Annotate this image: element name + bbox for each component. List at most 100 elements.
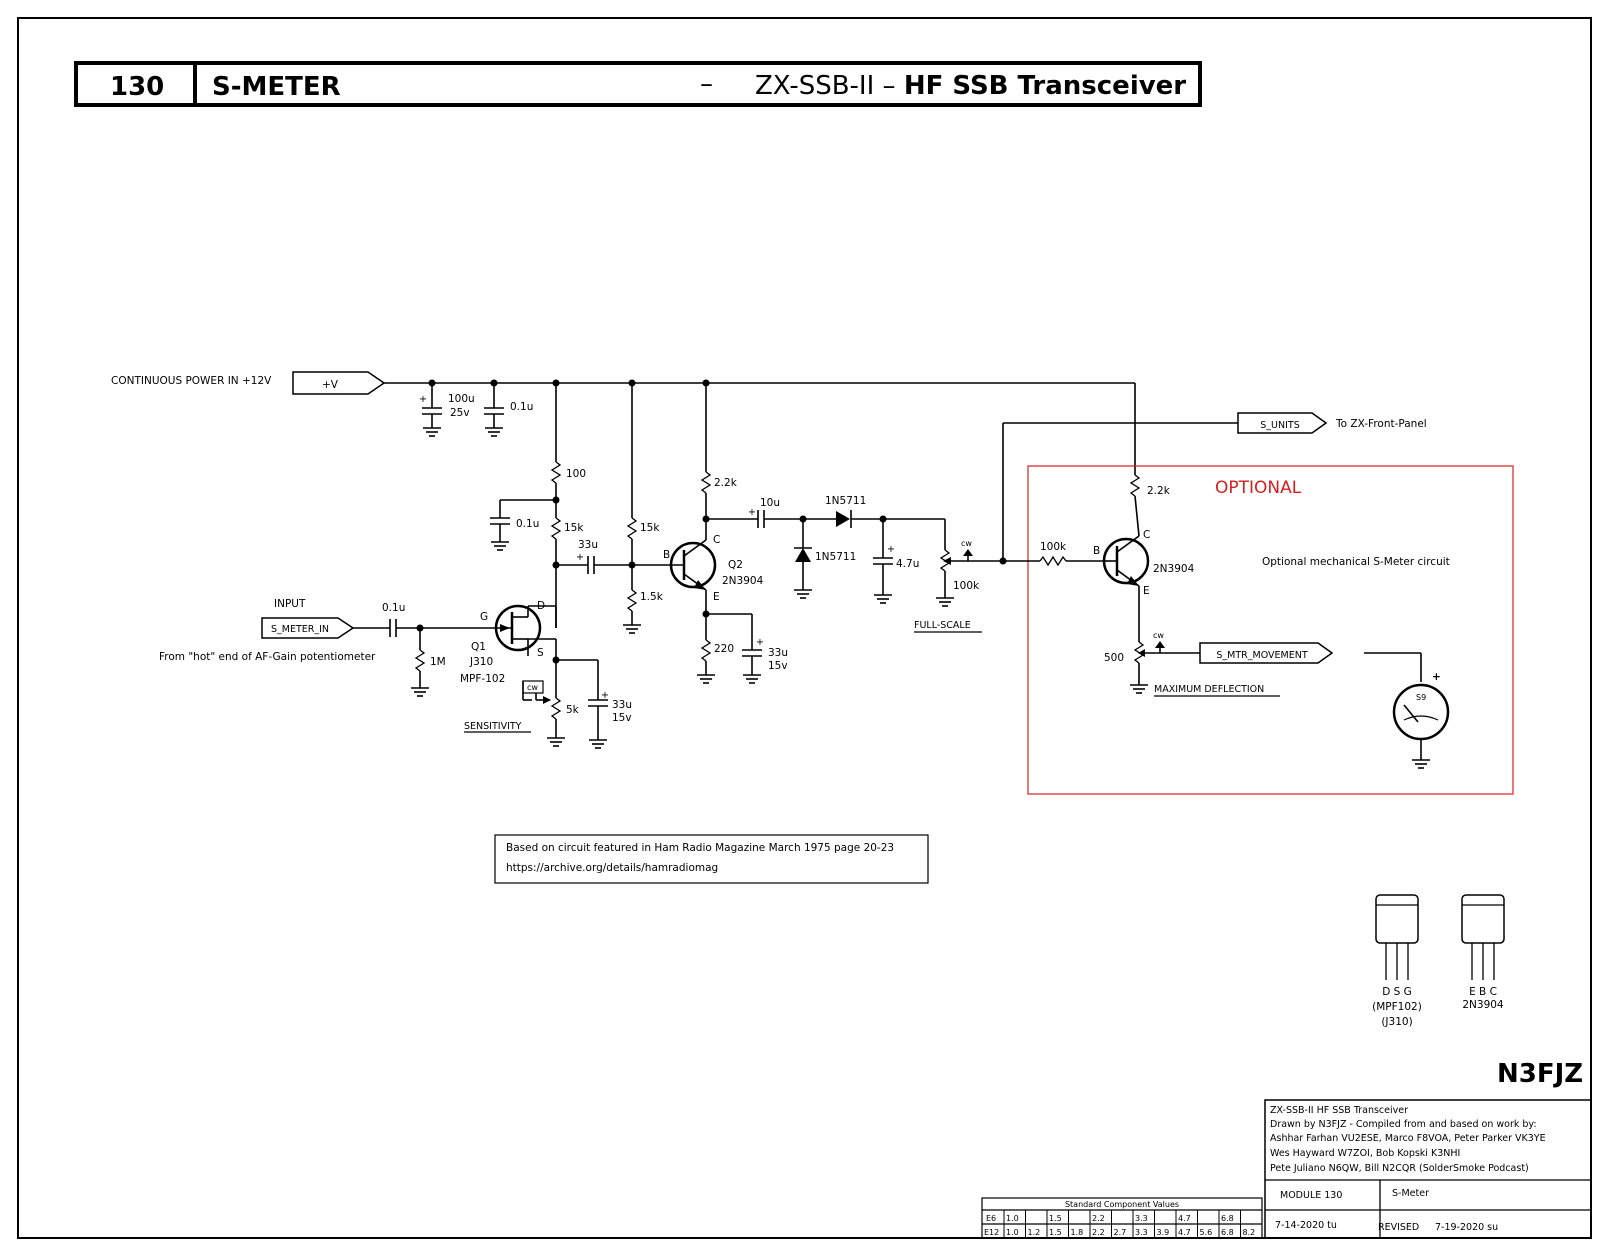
svg-text:2N3904: 2N3904 [1462, 999, 1504, 1011]
vplus-port [292, 371, 386, 395]
svg-text:0.1u: 0.1u [382, 602, 405, 614]
e12-value-cell: 2.7 [1114, 1228, 1127, 1237]
module-number: 130 [110, 72, 164, 102]
svg-text:INPUT: INPUT [274, 598, 306, 610]
e12-value-cell: 1.8 [1071, 1228, 1084, 1237]
svg-text:4.7u: 4.7u [896, 558, 919, 570]
e12-value-cell: 8.2 [1243, 1228, 1256, 1237]
svg-text:2.2k: 2.2k [714, 477, 738, 489]
svg-text:C: C [713, 534, 720, 546]
svg-text:Optional mechanical S-Meter ci: Optional mechanical S-Meter circuit [1262, 556, 1450, 568]
e12-value-cell: 3.3 [1135, 1228, 1148, 1237]
svg-text:5k: 5k [566, 704, 580, 716]
svg-text:cw: cw [527, 683, 538, 692]
svg-text:Standard Component Values: Standard Component Values [1065, 1200, 1179, 1209]
capacitor-0.1u-rail: 0.1u [484, 383, 533, 437]
svg-text:J310: J310 [469, 656, 493, 668]
svg-text:S_METER_IN: S_METER_IN [271, 624, 329, 635]
svg-text:1M: 1M [430, 656, 446, 668]
header-dash: – [700, 69, 713, 99]
svg-text:2N3904: 2N3904 [1153, 563, 1195, 575]
power-in-label: CONTINUOUS POWER IN +12V [111, 375, 272, 387]
e6-value-cell: 6.8 [1221, 1214, 1234, 1223]
optional-section: OPTIONAL Optional mechanical S-Meter cir… [1003, 465, 1514, 795]
svg-text:0.1u: 0.1u [510, 401, 533, 413]
svg-text:FULL-SCALE: FULL-SCALE [914, 620, 971, 631]
detector-section: 10u + 1N5711 1N5711 + 4.7u [706, 495, 945, 604]
svg-text:S_UNITS: S_UNITS [1260, 420, 1299, 431]
svg-text:+: + [1432, 671, 1441, 683]
svg-text:+: + [576, 552, 584, 563]
svg-text:S9: S9 [1416, 693, 1426, 702]
optional-box [1027, 465, 1514, 795]
svg-text:cw: cw [1153, 631, 1164, 640]
e12-value-cell: 5.6 [1200, 1228, 1213, 1237]
vplus-label: +V [322, 379, 339, 391]
svg-text:100k: 100k [1040, 541, 1067, 553]
svg-text:100k: 100k [953, 580, 980, 592]
svg-text:15v: 15v [768, 660, 788, 672]
svg-text:MAXIMUM DEFLECTION: MAXIMUM DEFLECTION [1154, 684, 1264, 695]
svg-text:(J310): (J310) [1381, 1016, 1412, 1028]
svg-text:E: E [713, 591, 720, 603]
title-block: N3FJZ ZX-SSB-II HF SSB Transceiver Drawn… [1264, 1059, 1592, 1239]
svg-text:S_MTR_MOVEMENT: S_MTR_MOVEMENT [1216, 650, 1307, 661]
e12-value-cell: 6.8 [1221, 1228, 1234, 1237]
svg-text:OPTIONAL: OPTIONAL [1215, 478, 1302, 498]
svg-text:Wes Hayward W7ZOI, Bob Kopski: Wes Hayward W7ZOI, Bob Kopski K3NHI [1270, 1148, 1460, 1159]
s-meter-in-port [261, 617, 355, 639]
e12-value-cell: 1.5 [1049, 1228, 1062, 1237]
sheet-border [17, 17, 1592, 1239]
power-rail: CONTINUOUS POWER IN +12V +V [111, 371, 1136, 475]
s-mtr-movement-port [1199, 642, 1334, 664]
svg-text:25v: 25v [450, 407, 470, 419]
svg-text:ZX-SSB-II HF SSB Transceiver: ZX-SSB-II HF SSB Transceiver [1270, 1105, 1408, 1116]
capacitor-100u: + 100u 25v [419, 383, 475, 437]
e12-value-cell: 2.2 [1092, 1228, 1105, 1237]
svg-text:Based on circuit featured in H: Based on circuit featured in Ham Radio M… [506, 842, 894, 854]
full-scale-pot: cw 100k FULL-SCALE [914, 519, 1007, 633]
svg-text:SENSITIVITY: SENSITIVITY [464, 721, 522, 732]
svg-text:100u: 100u [448, 393, 475, 405]
svg-text:+: + [756, 637, 764, 648]
e6-value-cell: 2.2 [1092, 1214, 1105, 1223]
svg-text:33u: 33u [578, 539, 598, 551]
svg-text:D: D [537, 600, 545, 612]
svg-text:7-14-2020 tu: 7-14-2020 tu [1275, 1220, 1337, 1231]
s-units-output: S_UNITS To ZX-Front-Panel [1002, 412, 1427, 561]
svg-text:33u: 33u [612, 699, 632, 711]
svg-text:To ZX-Front-Panel: To ZX-Front-Panel [1335, 418, 1427, 430]
source-network: + 33u 15v 5k cw SENSITIVITY [464, 656, 632, 749]
s-units-port [1237, 412, 1328, 434]
svg-text:Pete Juliano N6QW, Bill N2CQR: Pete Juliano N6QW, Bill N2CQR (SolderSmo… [1270, 1163, 1529, 1174]
e6-value-cell: 3.3 [1135, 1214, 1148, 1223]
svg-text:E6: E6 [986, 1214, 996, 1223]
svg-text:33u: 33u [768, 647, 788, 659]
svg-text:+: + [887, 544, 895, 555]
svg-text:B: B [663, 549, 670, 561]
svg-text:7-19-2020 su: 7-19-2020 su [1435, 1222, 1498, 1233]
svg-text:1N5711: 1N5711 [815, 551, 856, 563]
project-title: ZX-SSB-II – HF SSB Transceiver [755, 71, 1186, 101]
svg-text:From "hot" end of AF-Gain pote: From "hot" end of AF-Gain potentiometer [159, 651, 376, 663]
e12-value-cell: 1.2 [1028, 1228, 1041, 1237]
svg-text:C: C [1143, 529, 1150, 541]
svg-text:Q2: Q2 [728, 559, 743, 571]
header-bar: 130 S-METER – ZX-SSB-II – HF SSB Transce… [74, 61, 1202, 107]
capacitor-33u-coupling: 33u + [556, 539, 660, 574]
e6-value-cell: 1.0 [1006, 1214, 1019, 1223]
svg-text:REVISED: REVISED [1378, 1222, 1419, 1233]
input-section: INPUT S_METER_IN From "hot" end of AF-Ga… [159, 598, 446, 697]
svg-text:100: 100 [566, 468, 586, 480]
svg-text:500: 500 [1104, 652, 1124, 664]
svg-text:https://archive.org/details/ha: https://archive.org/details/hamradiomag [506, 862, 718, 874]
e6-value-cell: 4.7 [1178, 1214, 1191, 1223]
bias-divider: 15k 1.5k [622, 383, 664, 634]
svg-text:1.5k: 1.5k [640, 591, 664, 603]
e6-value-cell: 1.5 [1049, 1214, 1062, 1223]
svg-text:G: G [480, 611, 488, 623]
bjt-pinout: E B C 2N3904 [1461, 894, 1505, 1011]
